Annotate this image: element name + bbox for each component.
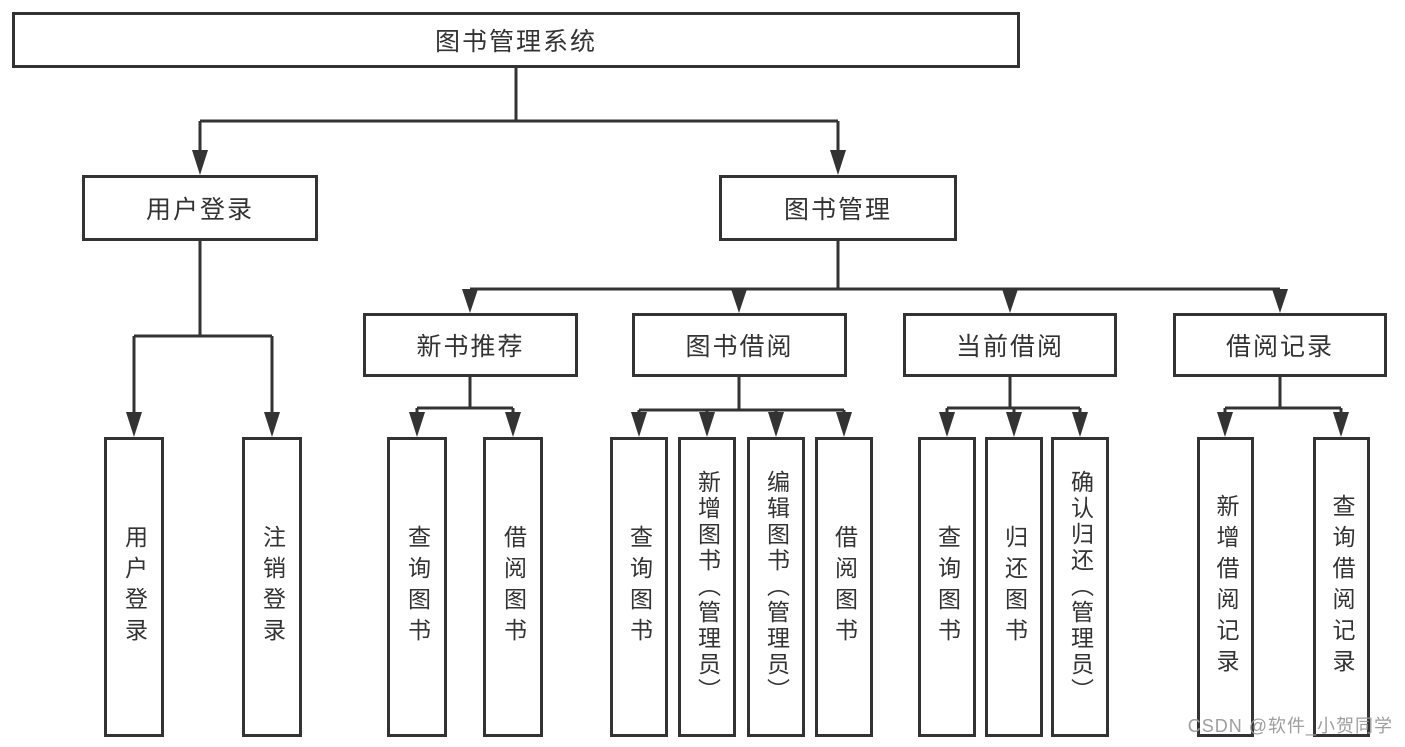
connector-current-borrow-children [939,377,1088,437]
leaf-query-borrow-record-label: 查询借阅记录 [1329,494,1355,680]
connector-root-to-level2 [192,68,846,175]
leaf-confirm-return-admin-label: 确认归还（管理员） [1067,470,1094,704]
leaf-edit-book-admin: 编辑图书（管理员） [747,437,805,737]
leaf-logout: 注销登录 [242,437,302,737]
leaf-logout-label: 注销登录 [259,525,286,649]
node-user-login: 用户登录 [82,175,318,241]
connector-book-borrow-children [631,377,852,437]
node-user-login-label: 用户登录 [145,196,254,224]
leaf-return-books: 归还图书 [985,437,1043,737]
leaf-query-borrow-record: 查询借阅记录 [1313,437,1370,737]
leaf-user-login-label: 用户登录 [121,525,148,649]
leaf-query-books-borrow: 查询图书 [610,437,668,737]
leaf-add-book-admin-label: 新增图书（管理员） [694,470,721,704]
node-current-borrow-label: 当前借阅 [955,333,1064,361]
leaf-confirm-return-admin: 确认归还（管理员） [1051,437,1109,737]
connector-book-management-children [462,241,1288,313]
leaf-add-borrow-record-label: 新增借阅记录 [1213,494,1239,680]
connector-user-login-children [126,241,280,437]
node-root: 图书管理系统 [12,12,1020,68]
leaf-query-books-recommend: 查询图书 [387,437,447,737]
node-book-management: 图书管理 [719,175,957,241]
leaf-borrow-books: 借阅图书 [815,437,873,737]
node-new-book-recommend: 新书推荐 [363,313,578,377]
leaf-return-books-label: 归还图书 [1001,525,1028,649]
leaf-borrow-books-label: 借阅图书 [831,525,858,649]
leaf-add-book-admin: 新增图书（管理员） [678,437,736,737]
node-new-book-recommend-label: 新书推荐 [416,333,525,361]
leaf-edit-book-admin-label: 编辑图书（管理员） [763,470,790,704]
leaf-user-login: 用户登录 [104,437,164,737]
node-borrow-records: 借阅记录 [1173,313,1387,377]
leaf-borrow-books-recommend-label: 借阅图书 [500,525,527,649]
node-book-borrow: 图书借阅 [632,313,847,377]
watermark: CSDN @软件_小贺同学 [1187,716,1393,736]
connector-new-book-recommend-children [409,377,521,437]
leaf-add-borrow-record: 新增借阅记录 [1197,437,1254,737]
leaf-query-books-current-label: 查询图书 [934,525,961,649]
node-root-label: 图书管理系统 [434,28,597,56]
leaf-query-books-current: 查询图书 [918,437,976,737]
node-book-management-label: 图书管理 [783,196,892,224]
leaf-query-books-recommend-label: 查询图书 [404,525,431,649]
node-current-borrow: 当前借阅 [903,313,1117,377]
node-borrow-records-label: 借阅记录 [1225,333,1334,361]
leaf-borrow-books-recommend: 借阅图书 [483,437,543,737]
leaf-query-books-borrow-label: 查询图书 [626,525,653,649]
connector-borrow-records-children [1217,377,1349,437]
node-book-borrow-label: 图书借阅 [685,333,794,361]
